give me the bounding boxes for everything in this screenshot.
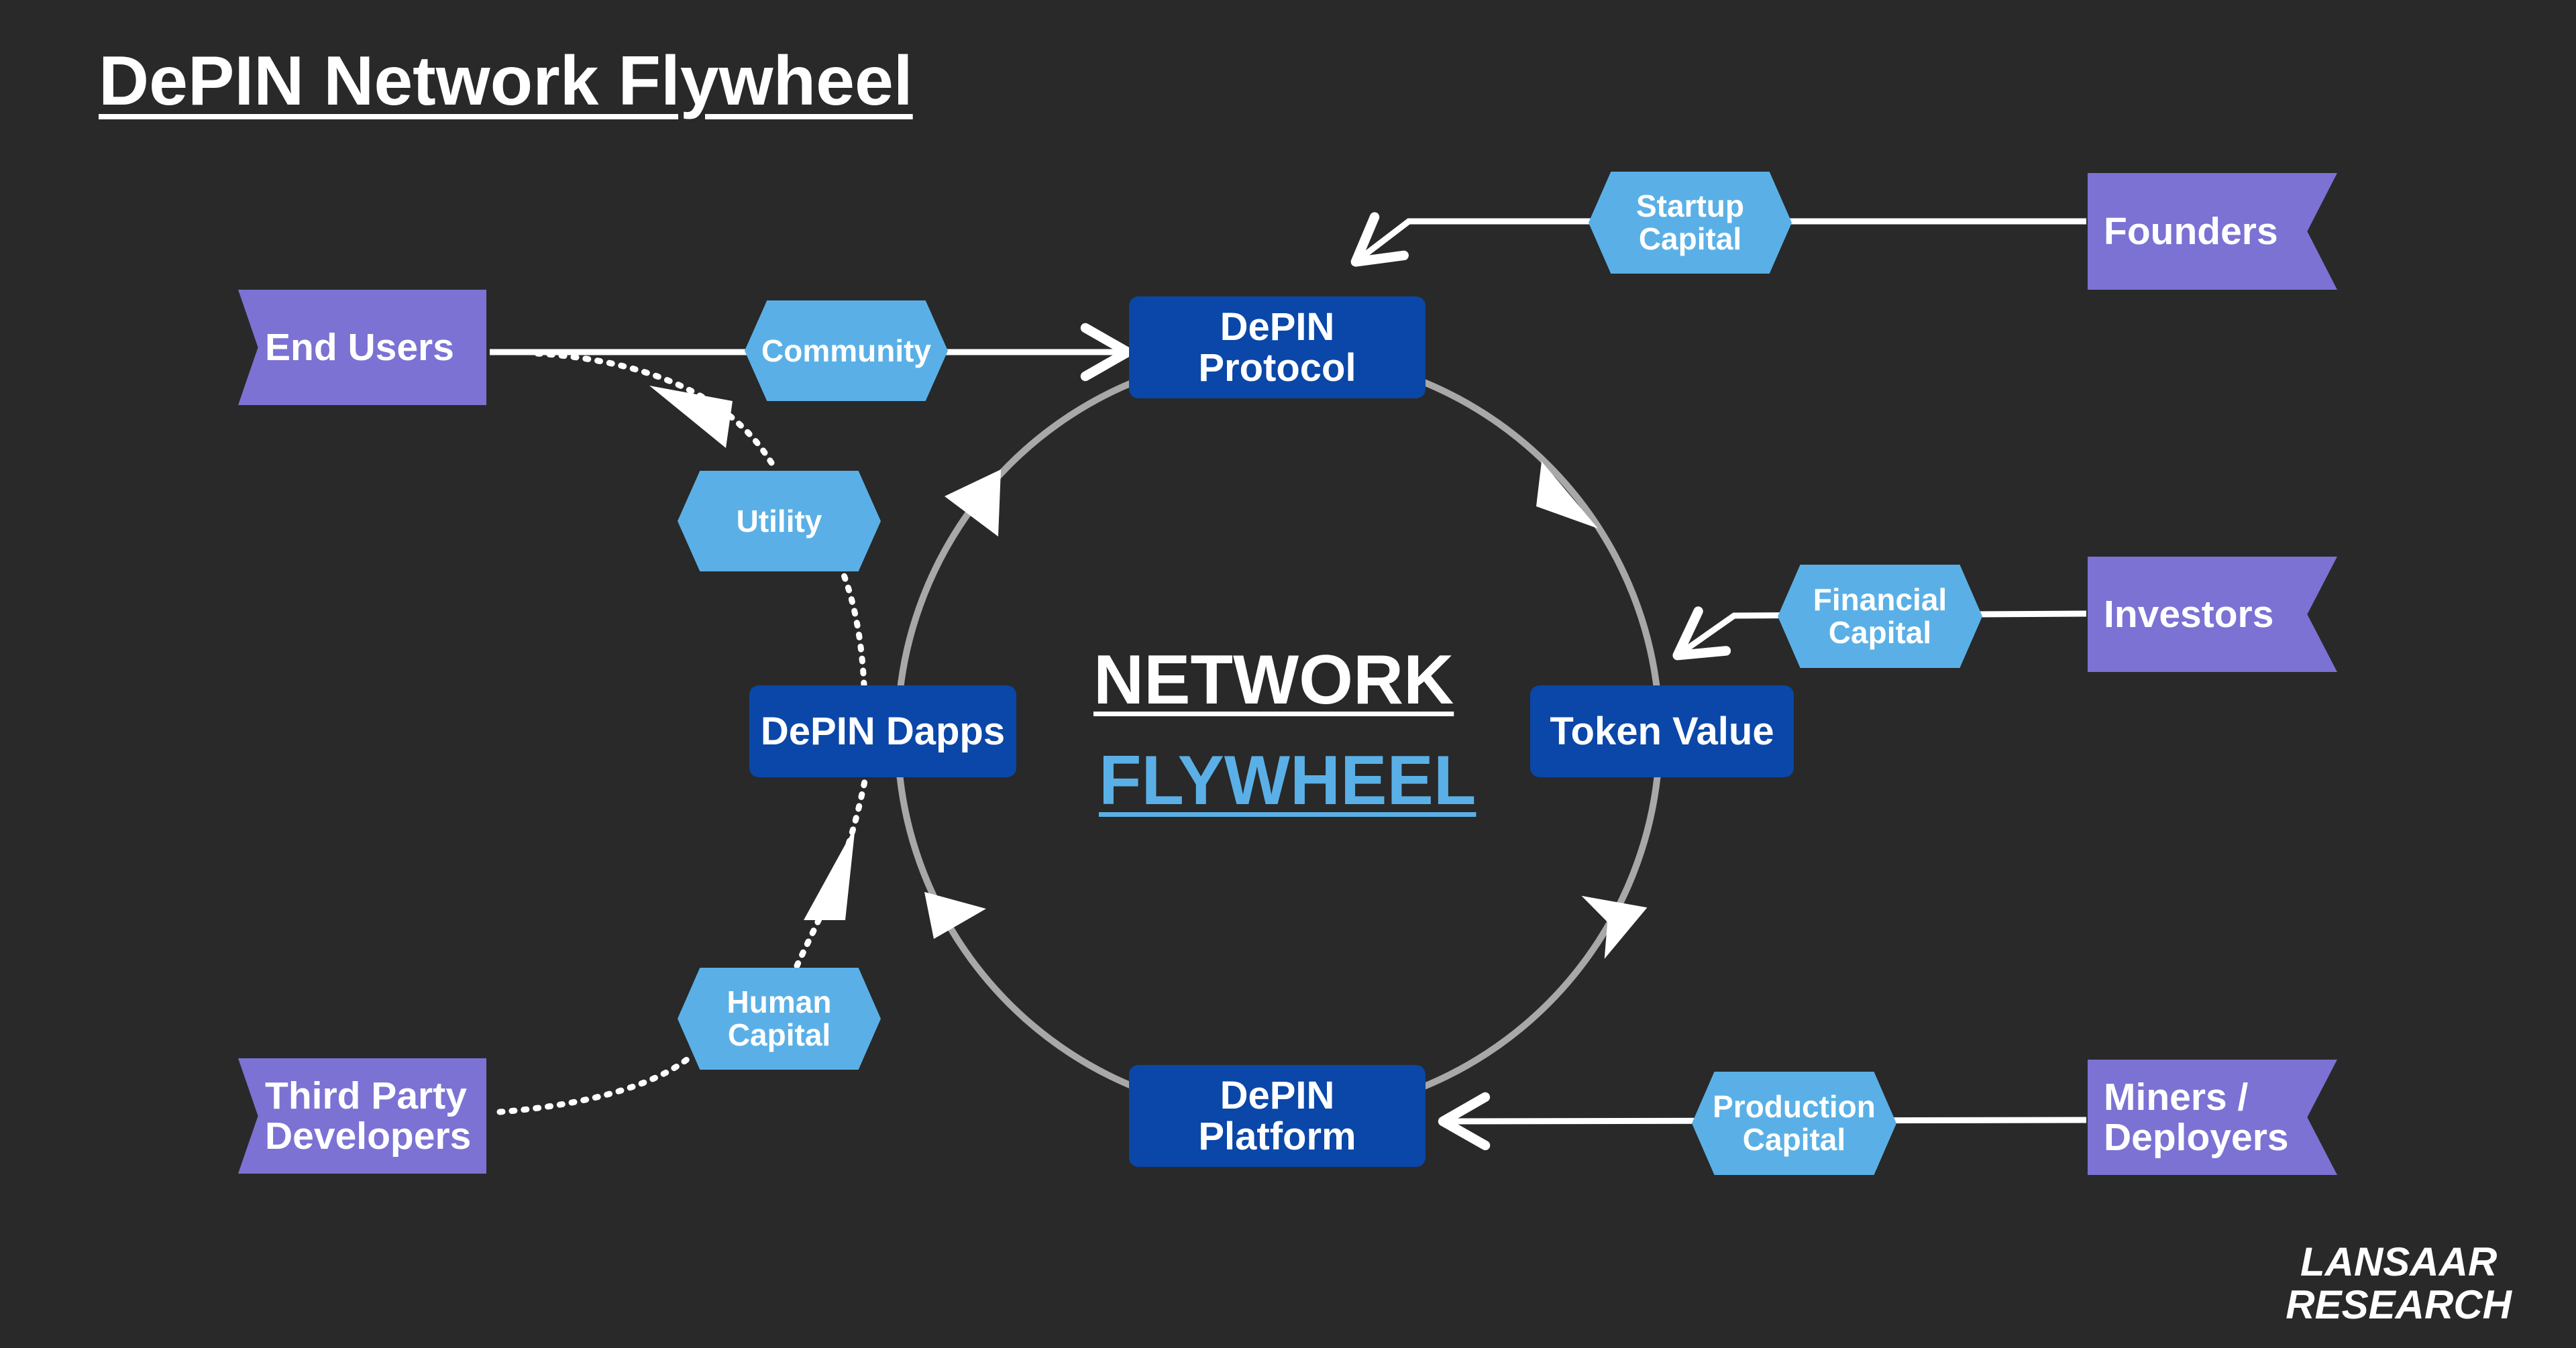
node-depin-protocol[interactable]: DePIN Protocol <box>1129 296 1426 398</box>
actor-miners-deployers[interactable]: Miners / Deployers <box>2088 1060 2337 1175</box>
brand-line-2: RESEARCH <box>2286 1282 2512 1327</box>
center-network-label: NETWORK <box>1093 641 1454 719</box>
dotted-dapps-to-utility <box>839 567 867 689</box>
hex-human-capital[interactable]: Human Capital <box>678 968 881 1070</box>
hex-community[interactable]: Community <box>745 300 948 401</box>
brand-line-1: LANSAAR <box>2300 1239 2498 1284</box>
center-flywheel-label: FLYWHEEL <box>1099 742 1477 820</box>
node-depin-dapps[interactable]: DePIN Dapps <box>749 685 1016 777</box>
actor-investors[interactable]: Investors <box>2088 557 2337 672</box>
diagram-title: DePIN Network Flywheel <box>99 42 913 120</box>
actor-end-users[interactable]: End Users <box>238 290 486 405</box>
dotted-arrowhead-human-capital <box>804 826 855 920</box>
hex-financial-capital[interactable]: Financial Capital <box>1778 565 1982 668</box>
actor-third-party-developers[interactable]: Third Party Developers <box>238 1058 486 1174</box>
actor-founders[interactable]: Founders <box>2088 173 2337 290</box>
brand-logo: LANSAAR RESEARCH <box>2286 1241 2512 1326</box>
node-depin-platform[interactable]: DePIN Platform <box>1129 1065 1426 1167</box>
arrow-founders-to-protocol <box>1350 212 2086 267</box>
dotted-utility-to-end-users <box>533 350 775 466</box>
ring-arrow-bottom-right <box>1581 895 1648 959</box>
hex-startup-capital[interactable]: Startup Capital <box>1589 172 1792 274</box>
dotted-arrowhead-utility <box>649 386 733 448</box>
ring-arrow-bottom-left <box>924 892 986 939</box>
node-token-value[interactable]: Token Value <box>1530 685 1794 777</box>
ring-arrow-top-right <box>1536 461 1598 528</box>
ring-arrow-top-left <box>945 469 1001 537</box>
dotted-third-party-to-human-capital <box>496 1053 694 1115</box>
hex-utility[interactable]: Utility <box>678 471 881 571</box>
hex-production-capital[interactable]: Production Capital <box>1692 1072 1896 1175</box>
